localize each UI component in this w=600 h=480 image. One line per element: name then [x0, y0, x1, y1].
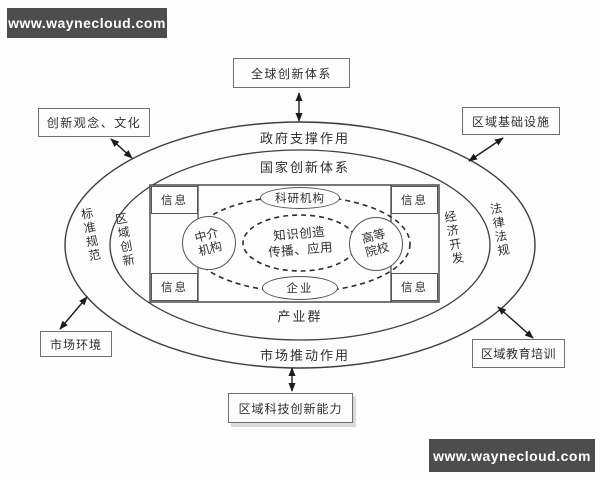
label-market-driving: 市场推动作用	[259, 348, 350, 363]
watermark-banner-bottom: www.waynecloud.com	[429, 439, 595, 472]
node-regional-education-training: 区域教育培训	[472, 339, 565, 368]
arrow-edu-to-ring	[497, 306, 534, 339]
inner-ring-ellipse	[109, 149, 491, 341]
arrow-marketenv-to-ring	[59, 296, 88, 330]
intermediary-label: 中介机构	[193, 225, 224, 259]
info-box-top-left: 信息	[151, 186, 198, 214]
label-industry-cluster: 产业群	[277, 309, 323, 324]
connector-arrows	[59, 92, 534, 392]
node-market-environment: 市场环境	[40, 331, 112, 357]
outer-ring-ellipse	[64, 121, 536, 369]
universities-label: 高等院校	[360, 226, 391, 260]
arrow-concept-to-ring	[110, 138, 133, 159]
node-intermediary-agencies: 中介机构	[182, 216, 236, 270]
arrow-infra-to-ring	[468, 137, 504, 162]
node-regional-tech-innovation-capability: 区域科技创新能力	[228, 393, 353, 423]
info-box-top-right: 信息	[391, 186, 438, 214]
node-research-institutions: 科研机构	[260, 187, 340, 209]
node-universities: 高等院校	[349, 217, 403, 271]
node-global-innovation-system: 全球创新体系	[233, 58, 350, 88]
label-national-innovation-system: 国家创新体系	[259, 160, 350, 175]
node-regional-infrastructure: 区域基础设施	[462, 107, 560, 135]
info-box-bottom-right: 信息	[391, 273, 438, 301]
watermark-banner-top: www.waynecloud.com	[7, 8, 167, 38]
label-government-support: 政府支撑作用	[259, 131, 350, 146]
node-enterprises: 企业	[262, 276, 338, 300]
node-innovation-concept-culture: 创新观念、文化	[38, 108, 150, 137]
info-box-bottom-left: 信息	[151, 273, 198, 301]
